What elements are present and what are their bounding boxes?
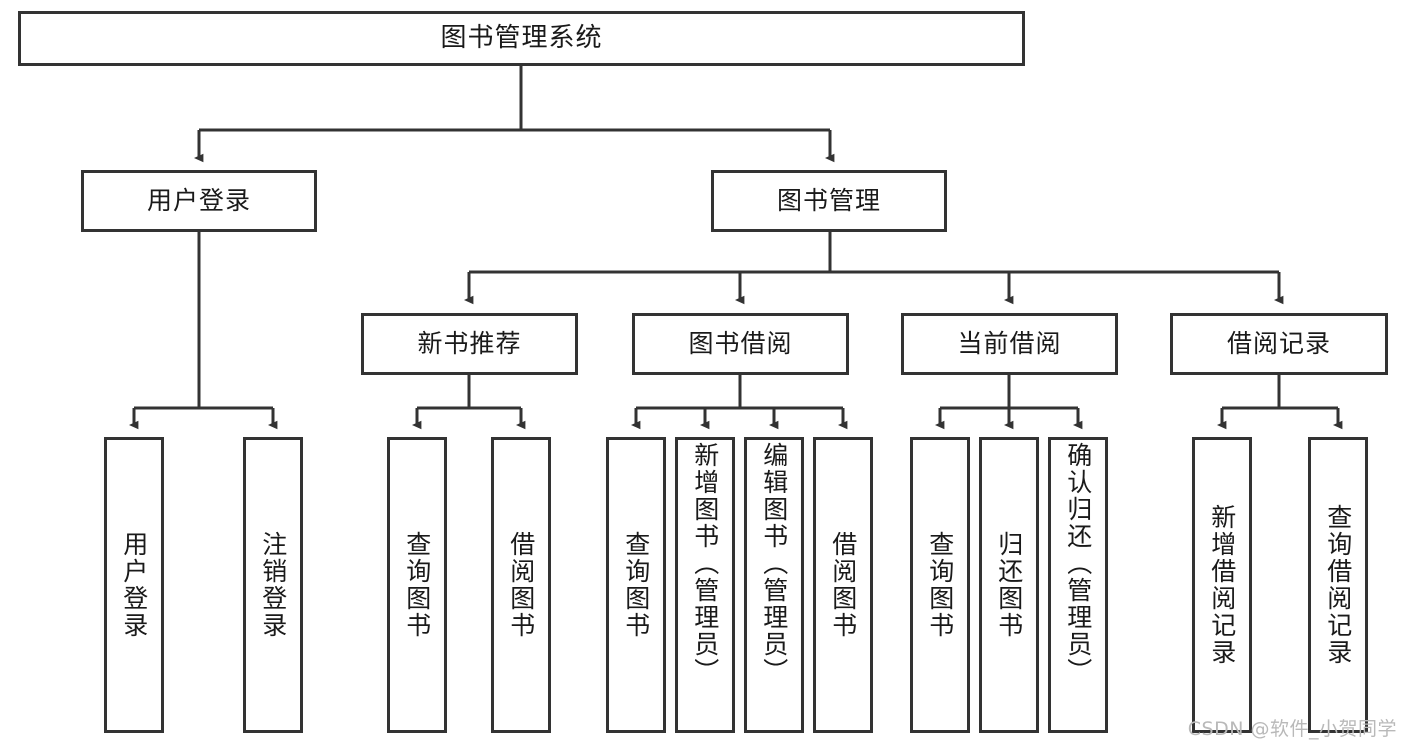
leaf-borrow-book-recommend[interactable]: 借阅图书	[491, 437, 551, 733]
node-label: 编辑图书（管理员）	[759, 442, 789, 685]
node-label: 新增借阅记录	[1207, 504, 1237, 666]
leaf-content: 用户登录	[107, 440, 161, 730]
leaf-confirm-return[interactable]: 确认归还（管理员）	[1048, 437, 1108, 733]
node-current-borrow[interactable]: 当前借阅	[901, 313, 1118, 375]
node-label: 图书管理系统	[440, 22, 603, 53]
node-label: 查询图书	[621, 531, 651, 639]
leaf-content: 归还图书	[982, 440, 1036, 730]
leaf-content: 编辑图书（管理员）	[747, 440, 801, 732]
node-label: 查询图书	[925, 531, 955, 639]
leaf-content: 借阅图书	[494, 440, 548, 730]
leaf-content: 新增借阅记录	[1195, 440, 1249, 730]
node-label: 查询借阅记录	[1323, 504, 1353, 666]
node-label: 新书推荐	[417, 329, 522, 358]
node-label: 用户登录	[146, 186, 251, 215]
node-label: 查询图书	[402, 531, 432, 639]
node-label: 借阅记录	[1226, 329, 1331, 358]
leaf-content: 查询图书	[609, 440, 663, 730]
leaf-content: 查询图书	[390, 440, 444, 730]
watermark-label: CSDN @软件_小贺同学	[1187, 718, 1397, 740]
leaf-content: 新增图书（管理员）	[678, 440, 732, 732]
node-label: 用户登录	[119, 531, 149, 639]
leaf-query-book-borrow[interactable]: 查询图书	[606, 437, 666, 733]
leaf-content: 注销登录	[246, 440, 300, 730]
node-label: 图书管理	[776, 186, 881, 215]
node-borrow-record[interactable]: 借阅记录	[1170, 313, 1388, 375]
node-user-login[interactable]: 用户登录	[81, 170, 317, 232]
leaf-query-borrow-record[interactable]: 查询借阅记录	[1308, 437, 1368, 733]
node-book-management[interactable]: 图书管理	[711, 170, 947, 232]
leaf-query-book-recommend[interactable]: 查询图书	[387, 437, 447, 733]
node-new-book-recommend[interactable]: 新书推荐	[361, 313, 578, 375]
leaf-return-book[interactable]: 归还图书	[979, 437, 1039, 733]
leaf-content: 确认归还（管理员）	[1051, 440, 1105, 732]
node-root-system[interactable]: 图书管理系统	[18, 11, 1025, 66]
leaf-user-login[interactable]: 用户登录	[104, 437, 164, 733]
leaf-borrow-book[interactable]: 借阅图书	[813, 437, 873, 733]
leaf-logout-login[interactable]: 注销登录	[243, 437, 303, 733]
node-label: 借阅图书	[828, 531, 858, 639]
node-label: 当前借阅	[957, 329, 1062, 358]
node-label: 借阅图书	[506, 531, 536, 639]
leaf-edit-book[interactable]: 编辑图书（管理员）	[744, 437, 804, 733]
leaf-content: 查询图书	[913, 440, 967, 730]
node-label: 新增图书（管理员）	[690, 442, 720, 685]
node-label: 确认归还（管理员）	[1063, 442, 1093, 685]
leaf-content: 借阅图书	[816, 440, 870, 730]
node-book-borrow[interactable]: 图书借阅	[632, 313, 849, 375]
leaf-content: 查询借阅记录	[1311, 440, 1365, 730]
leaf-query-book-current[interactable]: 查询图书	[910, 437, 970, 733]
leaf-add-borrow-record[interactable]: 新增借阅记录	[1192, 437, 1252, 733]
node-label: 注销登录	[258, 531, 288, 639]
leaf-add-book[interactable]: 新增图书（管理员）	[675, 437, 735, 733]
node-label: 图书借阅	[688, 329, 793, 358]
node-label: 归还图书	[994, 531, 1024, 639]
